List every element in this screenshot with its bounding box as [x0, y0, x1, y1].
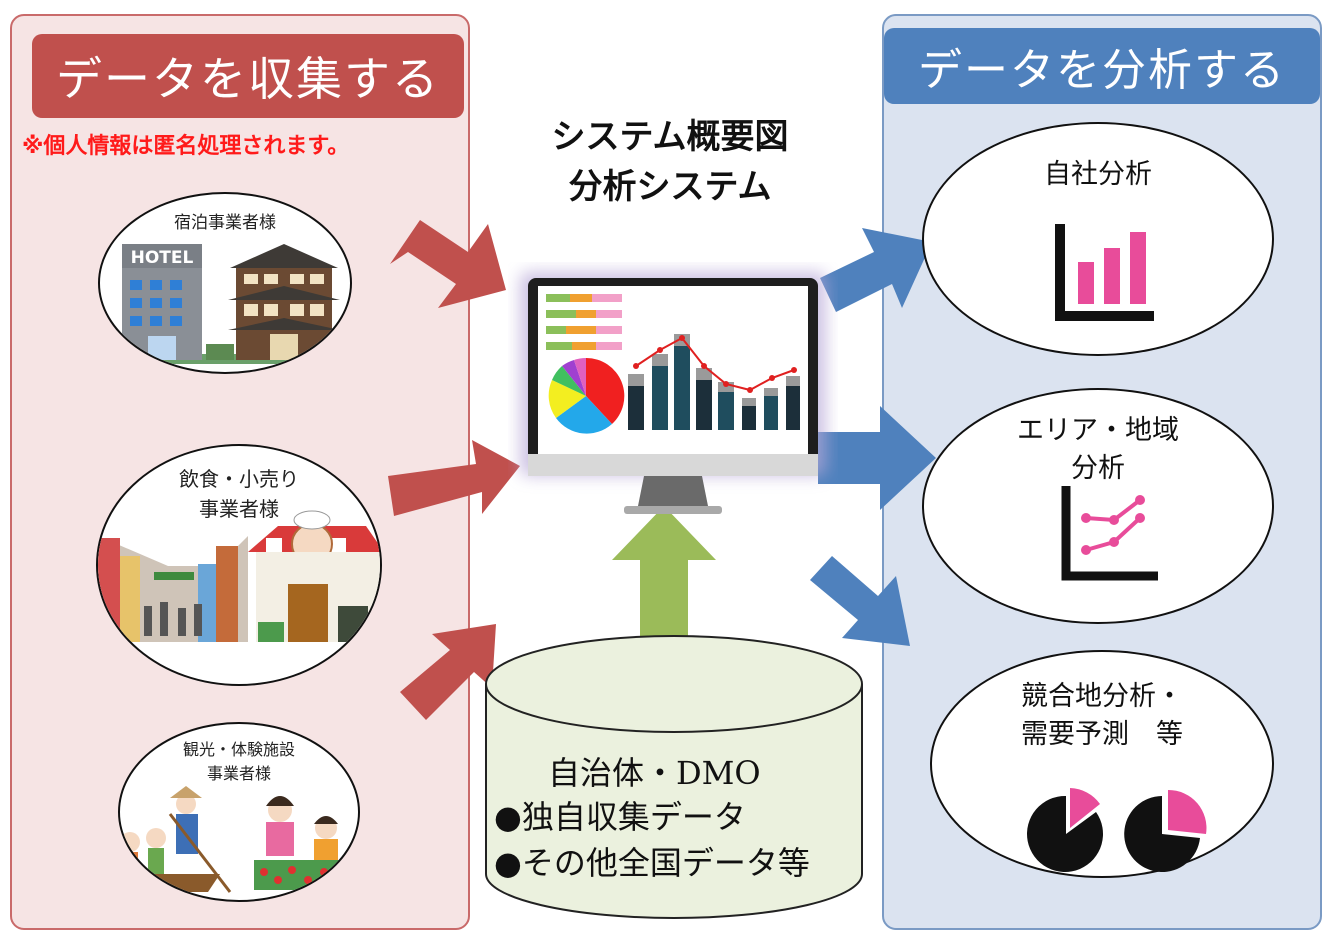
- tourism-illustration-icon: [120, 786, 358, 893]
- source-tourism: 観光・体験施設 事業者様: [118, 722, 360, 902]
- system-title-line1: システム概要図: [551, 117, 789, 157]
- line-chart-icon: [1061, 486, 1158, 581]
- source-food-retail-label-line1: 飲食・小売り: [179, 467, 299, 491]
- hotel-illustration-icon: HOTEL: [108, 244, 350, 364]
- output-competitor-forecast-label: 競合地分析・ 需要予測 等: [932, 678, 1272, 754]
- database-cylinder-icon: [485, 635, 863, 919]
- inbound-arrow-food-icon: [388, 440, 520, 516]
- output-competitor-forecast: 競合地分析・ 需要予測 等: [930, 650, 1274, 878]
- output-area-analysis-label-line2: 分析: [1071, 453, 1125, 484]
- source-tourism-label-line2: 事業者様: [206, 764, 271, 783]
- database-item-national-data: ●その他全国データ等: [494, 844, 810, 882]
- database-item-own-data: ●独自収集データ: [494, 798, 746, 836]
- source-food-retail-label-line2: 事業者様: [199, 497, 279, 521]
- source-tourism-label-line1: 観光・体験施設: [182, 740, 295, 759]
- hotel-sign: HOTEL: [131, 248, 194, 268]
- shopping-street-illustration-icon: [98, 510, 380, 642]
- output-area-analysis: エリア・地域 分析: [922, 388, 1274, 624]
- inbound-arrow-lodging-icon: [390, 220, 506, 308]
- system-title-line2: 分析システム: [568, 167, 772, 207]
- outbound-arrow-area-icon: [818, 406, 936, 510]
- source-lodging-label: 宿泊事業者様: [174, 213, 276, 233]
- pie-chart-icon: [1027, 788, 1207, 872]
- database-title: 自治体・DMO: [548, 754, 761, 792]
- output-area-analysis-label-line1: エリア・地域: [1017, 415, 1179, 446]
- upload-arrow-icon: [612, 506, 716, 636]
- source-tourism-label: 観光・体験施設 事業者様: [120, 738, 358, 786]
- source-food-retail-label: 飲食・小売り 事業者様: [98, 464, 380, 524]
- output-self-analysis-label: 自社分析: [1044, 159, 1152, 190]
- outbound-arrow-self-icon: [820, 228, 932, 312]
- collect-banner: データを収集する: [32, 34, 464, 118]
- output-self-analysis: 自社分析: [922, 122, 1274, 356]
- inbound-arrow-tourism-icon: [400, 624, 496, 720]
- bar-chart-icon: [1055, 224, 1154, 321]
- analyze-banner: データを分析する: [884, 28, 1320, 104]
- output-competitor-forecast-label-line2: 需要予測 等: [1021, 719, 1183, 750]
- source-lodging: 宿泊事業者様 HOTEL: [98, 192, 352, 374]
- monitor-dashboard-icon: [520, 272, 826, 514]
- system-title: システム概要図 分析システム: [470, 112, 870, 212]
- source-food-retail: 飲食・小売り 事業者様: [96, 444, 382, 686]
- output-competitor-forecast-label-line1: 競合地分析・: [1021, 681, 1183, 712]
- privacy-note: ※個人情報は匿名処理されます。: [22, 134, 350, 159]
- outbound-arrow-competitor-icon: [810, 556, 910, 646]
- output-area-analysis-label: エリア・地域 分析: [924, 412, 1272, 488]
